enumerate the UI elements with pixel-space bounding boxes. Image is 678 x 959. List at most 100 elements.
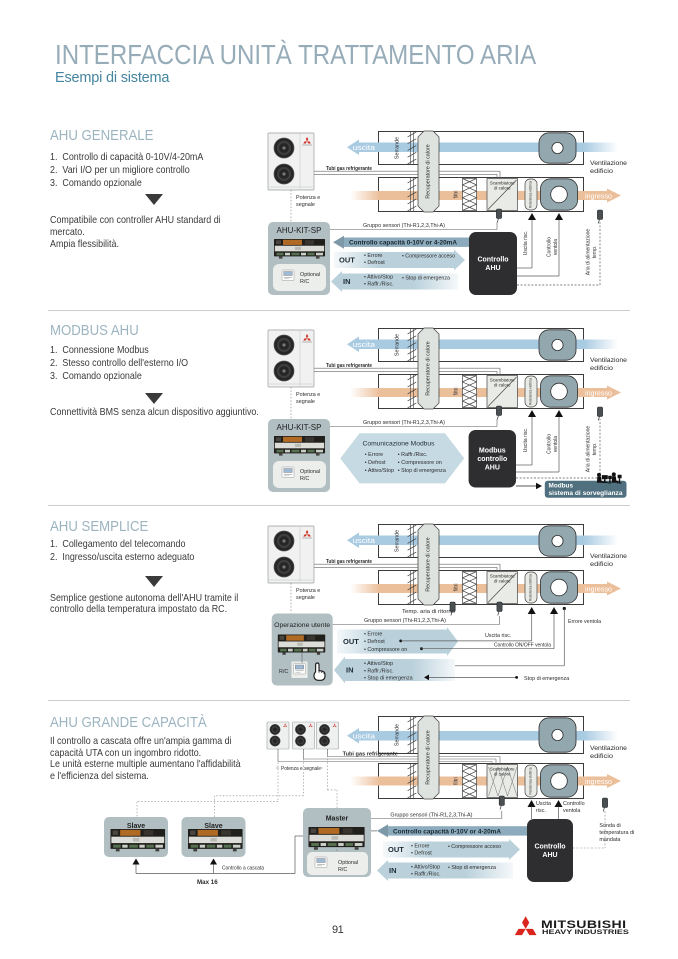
svg-text:• Errore: • Errore bbox=[364, 253, 382, 259]
svg-text:Controllo a cascata: Controllo a cascata bbox=[222, 866, 264, 872]
svg-text:• Attivo/Stop: • Attivo/Stop bbox=[364, 661, 393, 667]
svg-text:R/C: R/C bbox=[279, 669, 288, 675]
svg-text:Gruppo sensori (Thi-R1,2,3,Thi: Gruppo sensori (Thi-R1,2,3,Thi-A) bbox=[364, 618, 446, 624]
svg-text:• Defrost: • Defrost bbox=[411, 850, 432, 856]
svg-text:Resistenza elettrica: Resistenza elettrica bbox=[528, 573, 533, 601]
svg-text:Potenza e segnale: Potenza e segnale bbox=[281, 766, 321, 772]
svg-text:Stop di emergenza: Stop di emergenza bbox=[524, 676, 569, 682]
svg-text:ingresso: ingresso bbox=[585, 194, 612, 201]
svg-text:• Raffr./Risc.: • Raffr./Risc. bbox=[364, 668, 394, 674]
svg-text:Tubi gas refrigerante: Tubi gas refrigerante bbox=[326, 166, 372, 172]
svg-text:Slave: Slave bbox=[127, 823, 145, 830]
svg-text:Optional: Optional bbox=[300, 272, 320, 278]
svg-text:AHU-KIT-SP: AHU-KIT-SP bbox=[277, 226, 322, 235]
svg-text:R/C: R/C bbox=[338, 867, 347, 873]
svg-text:• Compressore on: • Compressore on bbox=[398, 460, 442, 466]
svg-text:Serrande: Serrande bbox=[395, 137, 401, 159]
svg-text:R/C: R/C bbox=[300, 476, 309, 482]
svg-text:Temp. aria di ritorno: Temp. aria di ritorno bbox=[402, 609, 455, 615]
svg-text:Optional: Optional bbox=[300, 469, 320, 475]
svg-text:Gruppo sensori (Thi-R1,2,3,Thi: Gruppo sensori (Thi-R1,2,3,Thi-A) bbox=[390, 813, 472, 819]
svg-text:Operazione utente: Operazione utente bbox=[274, 622, 330, 629]
svg-text:Gruppo sensori (Thi-R1,2,3,Thi: Gruppo sensori (Thi-R1,2,3,Thi-A) bbox=[363, 420, 445, 426]
svg-text:ventola: ventola bbox=[553, 239, 559, 255]
svg-text:• Compressore acceso: • Compressore acceso bbox=[448, 844, 501, 850]
svg-text:• Stop di emergenza: • Stop di emergenza bbox=[398, 468, 446, 474]
svg-text:edificio: edificio bbox=[590, 561, 613, 568]
svg-text:Ventilazione: Ventilazione bbox=[590, 160, 627, 167]
svg-text:di calore: di calore bbox=[494, 578, 511, 583]
svg-text:Uscita risc.: Uscita risc. bbox=[523, 231, 529, 255]
svg-text:• Errore: • Errore bbox=[411, 843, 429, 849]
svg-text:uscita: uscita bbox=[353, 734, 376, 741]
svg-text:Controllo capacità 0-10V or 4-: Controllo capacità 0-10V or 4-20mA bbox=[393, 828, 501, 835]
svg-text:Modbus: Modbus bbox=[479, 447, 506, 454]
svg-text:OUT: OUT bbox=[388, 845, 404, 854]
svg-text:filtri: filtri bbox=[454, 583, 460, 591]
svg-text:Comunicazione Modbus: Comunicazione Modbus bbox=[363, 441, 436, 448]
svg-text:di calore: di calore bbox=[494, 382, 511, 387]
svg-text:Scambiatore: Scambiatore bbox=[490, 378, 515, 383]
svg-text:edificio: edificio bbox=[590, 753, 613, 760]
svg-text:edificio: edificio bbox=[590, 168, 613, 175]
svg-text:• Errore: • Errore bbox=[364, 631, 382, 637]
svg-text:ingresso: ingresso bbox=[585, 587, 612, 594]
svg-text:ingresso: ingresso bbox=[585, 779, 612, 786]
svg-text:AHU: AHU bbox=[485, 465, 500, 472]
svg-text:Controllo: Controllo bbox=[563, 801, 585, 807]
svg-text:Resistenza elettrica: Resistenza elettrica bbox=[528, 767, 533, 795]
svg-text:Aria di alimentazione: Aria di alimentazione bbox=[586, 229, 592, 276]
svg-text:Modbus: Modbus bbox=[549, 483, 574, 490]
svg-text:controllo: controllo bbox=[477, 456, 507, 463]
svg-text:Slave: Slave bbox=[204, 823, 222, 830]
svg-text:AHU: AHU bbox=[542, 852, 557, 859]
svg-text:Scambiatore: Scambiatore bbox=[490, 574, 515, 579]
svg-text:Controllo capacità 0-10V or 4-: Controllo capacità 0-10V or 4-20mA bbox=[349, 240, 457, 247]
svg-text:Master: Master bbox=[326, 816, 349, 823]
svg-text:• Attivo/Stop: • Attivo/Stop bbox=[411, 864, 440, 870]
svg-text:Scambiatore: Scambiatore bbox=[490, 181, 515, 186]
svg-text:AHU-KIT-SP: AHU-KIT-SP bbox=[277, 423, 322, 432]
svg-text:Controllo: Controllo bbox=[477, 257, 508, 264]
svg-text:Sonda di: Sonda di bbox=[599, 823, 620, 829]
svg-text:Serrande: Serrande bbox=[395, 334, 401, 356]
svg-text:Controllo: Controllo bbox=[547, 237, 553, 257]
svg-text:sistema di sorveglianza: sistema di sorveglianza bbox=[549, 490, 623, 497]
svg-text:Resistenza elettrica: Resistenza elettrica bbox=[528, 377, 533, 405]
svg-text:Tubi gas refrigerante: Tubi gas refrigerante bbox=[343, 752, 398, 758]
svg-text:Recuperatore di calore: Recuperatore di calore bbox=[426, 144, 432, 199]
svg-text:Recuperatore di calore: Recuperatore di calore bbox=[426, 537, 432, 592]
svg-text:segnale: segnale bbox=[296, 202, 315, 208]
svg-text:Controllo: Controllo bbox=[547, 434, 553, 454]
svg-text:segnale: segnale bbox=[296, 595, 315, 601]
svg-text:Ventilazione: Ventilazione bbox=[590, 745, 627, 752]
svg-text:• Errore: • Errore bbox=[365, 452, 383, 458]
svg-text:uscita: uscita bbox=[353, 342, 376, 349]
svg-text:Recuperatore di calore: Recuperatore di calore bbox=[426, 730, 432, 785]
svg-text:• Defrost: • Defrost bbox=[365, 460, 386, 466]
svg-text:• Defrost: • Defrost bbox=[364, 260, 385, 266]
svg-text:mandata: mandata bbox=[599, 837, 620, 843]
svg-text:di calore: di calore bbox=[494, 771, 511, 776]
svg-text:uscita: uscita bbox=[353, 145, 376, 152]
svg-text:AHU: AHU bbox=[485, 265, 500, 272]
svg-text:temp.: temp. bbox=[592, 443, 598, 456]
svg-text:filtri: filtri bbox=[454, 387, 460, 395]
svg-text:ventola: ventola bbox=[553, 436, 559, 452]
svg-text:Controllo ON/OFF ventola: Controllo ON/OFF ventola bbox=[494, 643, 551, 649]
svg-text:• Attivo/Stop: • Attivo/Stop bbox=[365, 468, 394, 474]
svg-text:Ventilazione: Ventilazione bbox=[590, 553, 627, 560]
svg-text:risc.: risc. bbox=[536, 808, 546, 814]
svg-text:Potenza e: Potenza e bbox=[296, 195, 320, 201]
svg-text:Gruppo sensori (Thi-R1,2,3,Thi: Gruppo sensori (Thi-R1,2,3,Thi-A) bbox=[363, 223, 445, 229]
svg-text:Uscita: Uscita bbox=[536, 801, 551, 807]
svg-text:Tubi gas refrigerante: Tubi gas refrigerante bbox=[326, 559, 372, 565]
svg-text:Resistenza elettrica: Resistenza elettrica bbox=[528, 180, 533, 208]
svg-text:• Stop di emergenza: • Stop di emergenza bbox=[448, 865, 496, 871]
svg-text:IN: IN bbox=[389, 866, 397, 875]
svg-text:uscita: uscita bbox=[353, 538, 376, 545]
svg-text:• Raffr./Risc.: • Raffr./Risc. bbox=[364, 282, 394, 288]
svg-text:• Stop di emergenza: • Stop di emergenza bbox=[364, 676, 413, 682]
svg-text:di calore: di calore bbox=[494, 185, 511, 190]
svg-text:Serrande: Serrande bbox=[395, 724, 401, 746]
